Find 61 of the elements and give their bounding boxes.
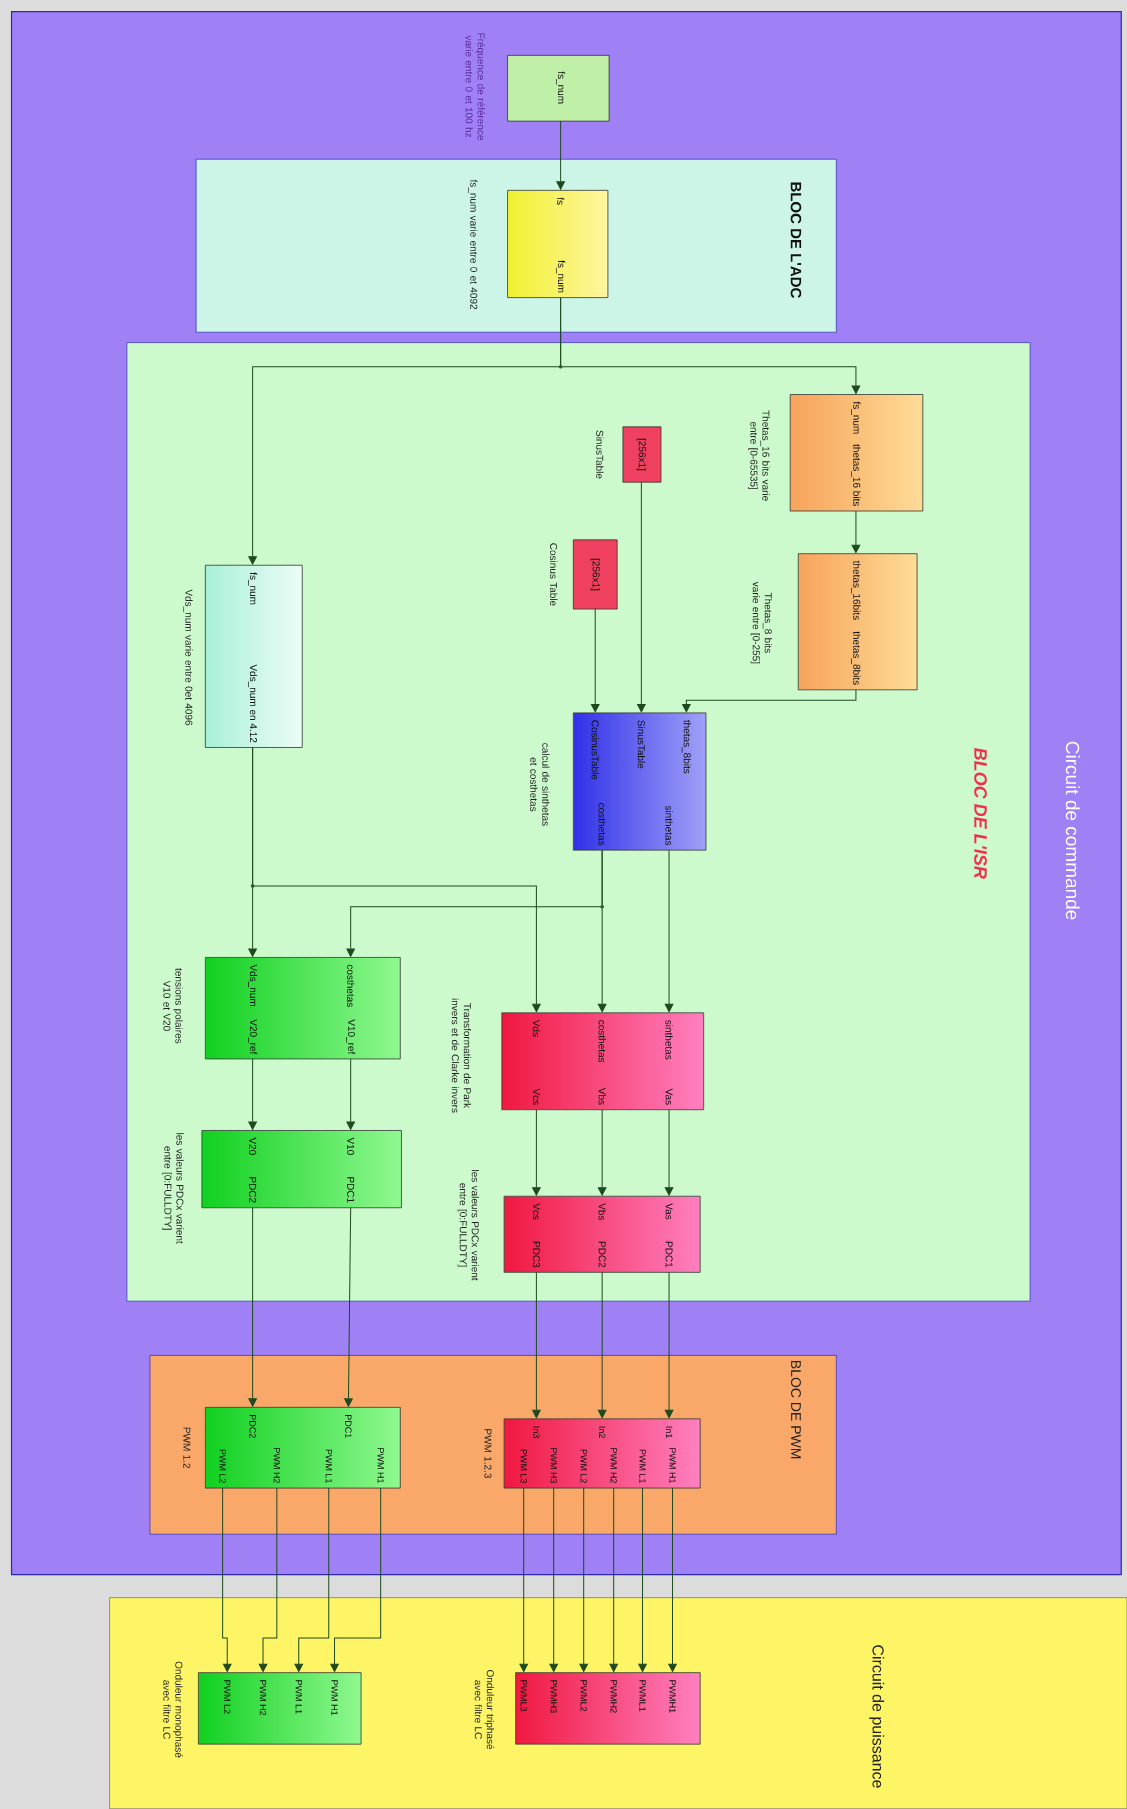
arrow <box>294 1487 330 1672</box>
arrow <box>344 1207 353 1407</box>
block-caption: SinusTable <box>596 430 604 479</box>
arrow <box>590 608 600 713</box>
function-block: PWMH1 PWML1 PWMH2 PWML2 PWMH3 PWML3 <box>515 1672 701 1745</box>
arrow <box>519 1487 528 1672</box>
arrow <box>532 1109 541 1196</box>
function-block: sinthetas costhetas Vds Vas Vbs Vcs <box>501 1012 705 1111</box>
source-block: fs_num <box>507 54 610 122</box>
arrow <box>638 1487 647 1672</box>
arrow <box>664 1109 674 1196</box>
arrow <box>330 1487 382 1672</box>
arrow <box>549 1487 558 1672</box>
arrow <box>556 120 565 190</box>
function-block: PDC1 PDC2 PWM H1 PWM L1 PWM H2 PWM L2 <box>204 1406 401 1489</box>
function-block: thetas_8bits SinusTable CosinusTable sinthetas costhetas <box>572 712 707 851</box>
block-caption: Thetas_16 bits varie entre [0-65535] <box>748 410 770 501</box>
arrow <box>258 1487 278 1672</box>
arrow <box>664 849 674 1013</box>
arrow <box>248 1058 257 1130</box>
arrow <box>609 1487 618 1672</box>
function-block: Vas Vbs Vcs PDC1 PDC2 PDC3 <box>503 1195 701 1273</box>
block-caption: Cosinus Table <box>550 543 558 606</box>
arrow <box>851 510 861 554</box>
constant-block: [256x1] <box>622 426 662 483</box>
block-caption: Onduleur triphasé avec filtre LC <box>474 1670 495 1750</box>
arrow <box>346 849 603 957</box>
arrow <box>597 1109 607 1196</box>
block-caption: Transformation de Park invers et de Clarke invers <box>451 998 472 1113</box>
arrow <box>248 1207 257 1407</box>
block-caption: calcul de sinthetas et costhetas <box>530 743 550 826</box>
block-caption: les valeurs PDCx varient entre [0:FULLDTY] <box>457 1170 479 1281</box>
block-caption: Fréquence de référence varie entre 0 et 100 hz <box>465 33 485 140</box>
arrow <box>668 1487 677 1672</box>
arrow <box>579 1487 588 1672</box>
block-caption: PWM 1.2 <box>183 1427 191 1469</box>
arrow <box>637 481 646 713</box>
arrow <box>682 689 857 713</box>
block-caption: les valeurs PDCx varient entre [0:FULLDTY] <box>162 1133 184 1244</box>
arrow <box>248 297 562 565</box>
block-caption: Vds_num varie entre 0et 4096 <box>183 589 193 726</box>
function-block: thetas_16bits thetas_8bits <box>797 553 918 691</box>
function-block: In1 In2 In3 PWM H1 PWM L1 PWM H2 PWM L2 PWM H3 PWM L3 <box>503 1418 701 1489</box>
function-block: costhetas Vds_num V10_ref V20_ref <box>204 957 401 1060</box>
arrow <box>222 1487 232 1672</box>
arrow <box>346 1058 355 1130</box>
block-caption: fs_num varie entre 0 et 4092 <box>468 179 478 310</box>
constant-block: [256x1] <box>572 539 618 610</box>
block-caption: PWM 1.2.3 <box>484 1429 492 1479</box>
block-caption: tensions polaires V10 et V20 <box>163 968 183 1044</box>
function-block: fs fs_num <box>507 189 609 298</box>
arrow <box>597 1271 607 1419</box>
arrow <box>532 1271 541 1419</box>
block-caption: Onduleur monophasé avec filtre LC <box>163 1661 183 1758</box>
function-block: V10 V20 PDC1 PDC2 <box>201 1130 402 1209</box>
function-block: PWM H1 PWM L1 PWM H2 PWM L2 <box>198 1672 362 1745</box>
function-block: fs_num thetas_16 bits <box>789 394 924 512</box>
block-caption: Thetas_8 bits varie entre [0-255] <box>750 581 772 664</box>
function-block: fs_num Vds_num en 4.12 <box>204 564 303 748</box>
arrow <box>248 747 257 957</box>
arrow <box>664 1271 674 1419</box>
